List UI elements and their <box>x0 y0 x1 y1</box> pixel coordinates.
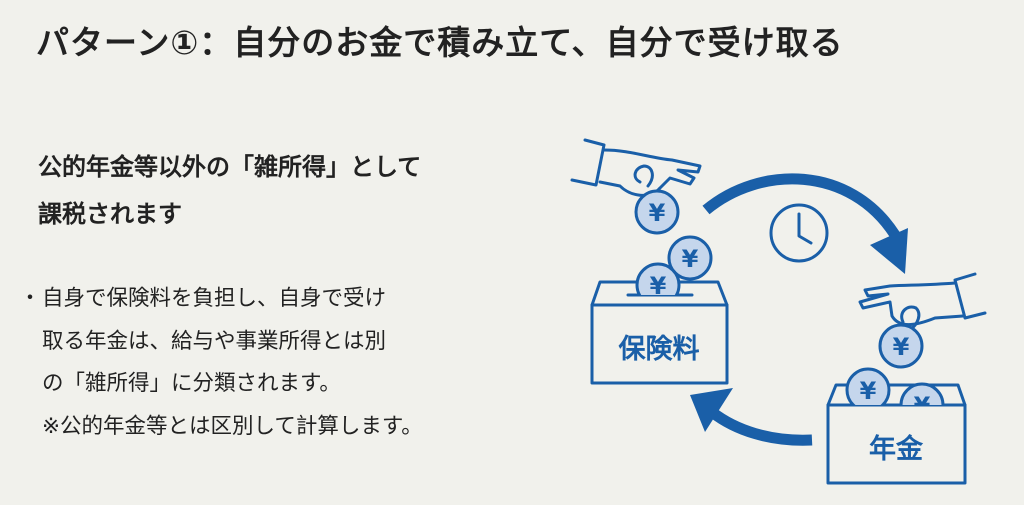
coin-icon <box>634 189 680 235</box>
hand-icon <box>570 138 702 197</box>
bullet-list: ・自身で保険料を負担し、自身で受け 取る年金は、給与や事業所得とは別 の「雑所得… <box>18 278 423 448</box>
bullet-marker: ・ <box>19 286 41 311</box>
bullet-line: 取る年金は、給与や事業所得とは別 <box>42 328 387 354</box>
arrow-icon <box>702 173 908 274</box>
bullet-line: の「雑所得」に分類されます。 <box>42 371 341 396</box>
coin-icon <box>878 323 924 369</box>
bullet-line: 自身で保険料を負担し、自身で受け <box>42 286 387 311</box>
coin-icon <box>899 382 945 405</box>
box-icon <box>826 383 967 485</box>
subheading-line: 公的年金等以外の「雑所得」として <box>38 153 422 181</box>
bullet-line: ※公的年金等とは区別して計算します。 <box>42 413 423 439</box>
page-title: パターン①：自分のお金で積み立て、自分で受け取る <box>36 23 844 62</box>
subheading: 公的年金等以外の「雑所得」として 課税されます <box>38 144 421 238</box>
arrow-icon <box>690 388 813 446</box>
hand-icon <box>858 272 987 332</box>
box-icon <box>590 280 729 385</box>
subheading-line: 課税されます <box>38 200 182 228</box>
box-label-premium: 保険料 <box>618 334 700 365</box>
box-label-pension: 年金 <box>869 433 924 465</box>
coin-icon <box>635 262 681 295</box>
clock-icon <box>769 203 829 263</box>
coin-icon <box>845 367 891 405</box>
